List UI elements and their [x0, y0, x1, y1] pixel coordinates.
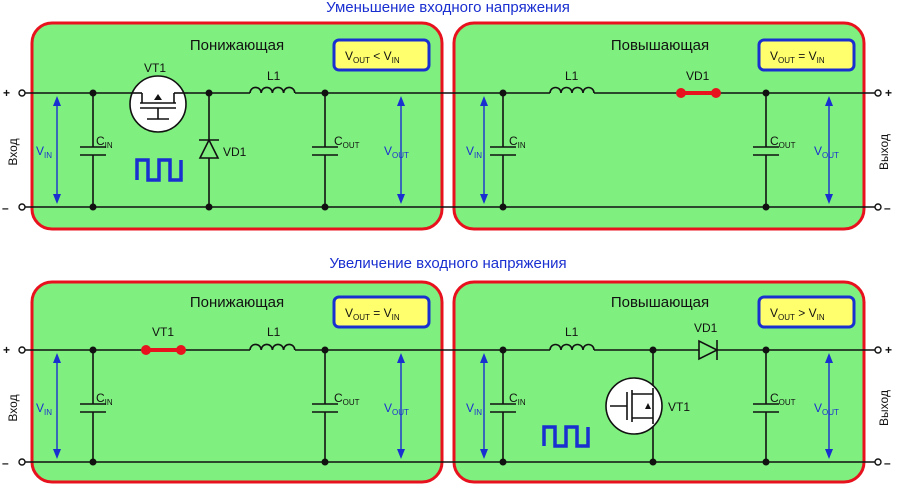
- bottom-boost-pwm-icon: [542, 425, 590, 448]
- svg-text:CIN: CIN: [509, 391, 526, 407]
- bottom-buck-l-label: L1: [267, 325, 281, 339]
- svg-text:COUT: COUT: [770, 391, 796, 407]
- bottom-buck-vt-label: VT1: [152, 325, 174, 339]
- svg-text:VOUT: VOUT: [814, 144, 839, 160]
- top-buck-pwm-icon: [135, 158, 183, 182]
- bottom-boost-mosfet: [605, 377, 663, 435]
- bottom-input-label: Вход: [6, 394, 20, 421]
- top-plus-sign: +: [3, 86, 10, 100]
- bottom-cap-labels: CIN COUT CIN COUT: [96, 391, 796, 407]
- bottom-voltage-labels: VIN VOUT VIN VOUT: [36, 401, 839, 417]
- top-out-plus-sign: +: [885, 86, 892, 100]
- svg-text:VOUT = VIN: VOUT = VIN: [345, 306, 400, 322]
- bottom-boost-l-label: L1: [565, 325, 579, 339]
- top-buck-l-label: L1: [267, 69, 281, 83]
- bottom-output-label: Выход: [877, 390, 891, 426]
- svg-text:CIN: CIN: [96, 391, 113, 407]
- top-buck-diode: [198, 138, 220, 159]
- svg-text:VOUT: VOUT: [384, 144, 409, 160]
- svg-text:VIN: VIN: [466, 144, 482, 160]
- top-out-minus-sign: –: [884, 201, 891, 215]
- top-output-label: Выход: [877, 134, 891, 170]
- top-boost-l-label: L1: [565, 69, 579, 83]
- top-boost-panel: [452, 21, 866, 231]
- top-minus-sign: –: [2, 201, 9, 215]
- bottom-out-minus-sign: –: [884, 456, 891, 470]
- top-voltage-arrows: [53, 96, 833, 204]
- svg-text:VIN: VIN: [36, 401, 52, 417]
- bottom-boost-badge: VOUT > VIN: [757, 295, 856, 329]
- svg-text:VOUT = VIN: VOUT = VIN: [770, 49, 825, 65]
- svg-text:VOUT: VOUT: [814, 401, 839, 417]
- top-section-title: Уменьшение входного напряжения: [326, 0, 570, 16]
- top-buck-vt-label: VT1: [144, 61, 166, 75]
- svg-text:COUT: COUT: [334, 134, 360, 150]
- svg-text:CIN: CIN: [96, 134, 113, 150]
- top-buck-mosfet: [129, 75, 188, 133]
- bottom-buck-badge: VOUT = VIN: [332, 295, 431, 329]
- svg-text:COUT: COUT: [334, 391, 360, 407]
- svg-text:COUT: COUT: [770, 134, 796, 150]
- svg-text:VOUT < VIN: VOUT < VIN: [345, 49, 400, 65]
- svg-text:VOUT > VIN: VOUT > VIN: [770, 306, 825, 322]
- bottom-boost-vt-label: VT1: [668, 400, 690, 414]
- bottom-boost-vd-label: VD1: [694, 321, 718, 335]
- top-boost-vd-label: VD1: [686, 69, 710, 83]
- top-voltage-labels: VIN VOUT VIN VOUT: [36, 144, 839, 160]
- top-cap-labels: CIN COUT CIN COUT: [96, 134, 796, 150]
- top-boost-title: Повышающая: [611, 37, 709, 54]
- bottom-wiring: [18, 343, 882, 466]
- bottom-minus-sign: –: [2, 456, 9, 470]
- bottom-buck-title: Понижающая: [190, 294, 284, 311]
- top-buck-badge: VOUT < VIN: [332, 38, 431, 72]
- bottom-plus-sign: +: [3, 343, 10, 357]
- top-buck-vd-label: VD1: [223, 145, 247, 159]
- bottom-buck-panel: [30, 280, 444, 484]
- bottom-buck-short-link: [141, 345, 186, 355]
- top-boost-short-link: [676, 88, 721, 98]
- svg-text:VIN: VIN: [36, 144, 52, 160]
- top-buck-title: Понижающая: [190, 37, 284, 54]
- svg-text:VIN: VIN: [466, 401, 482, 417]
- svg-text:CIN: CIN: [509, 134, 526, 150]
- top-wiring: [18, 86, 882, 211]
- top-buck-panel: [30, 21, 444, 231]
- bottom-boost-title: Повышающая: [611, 294, 709, 311]
- bottom-out-plus-sign: +: [885, 343, 892, 357]
- bottom-voltage-arrows: [53, 353, 833, 459]
- top-input-label: Вход: [6, 138, 20, 165]
- bottom-section-title: Увеличение входного напряжения: [329, 255, 566, 272]
- top-boost-badge: VOUT = VIN: [757, 38, 856, 72]
- bottom-boost-diode: [698, 339, 719, 361]
- svg-text:VOUT: VOUT: [384, 401, 409, 417]
